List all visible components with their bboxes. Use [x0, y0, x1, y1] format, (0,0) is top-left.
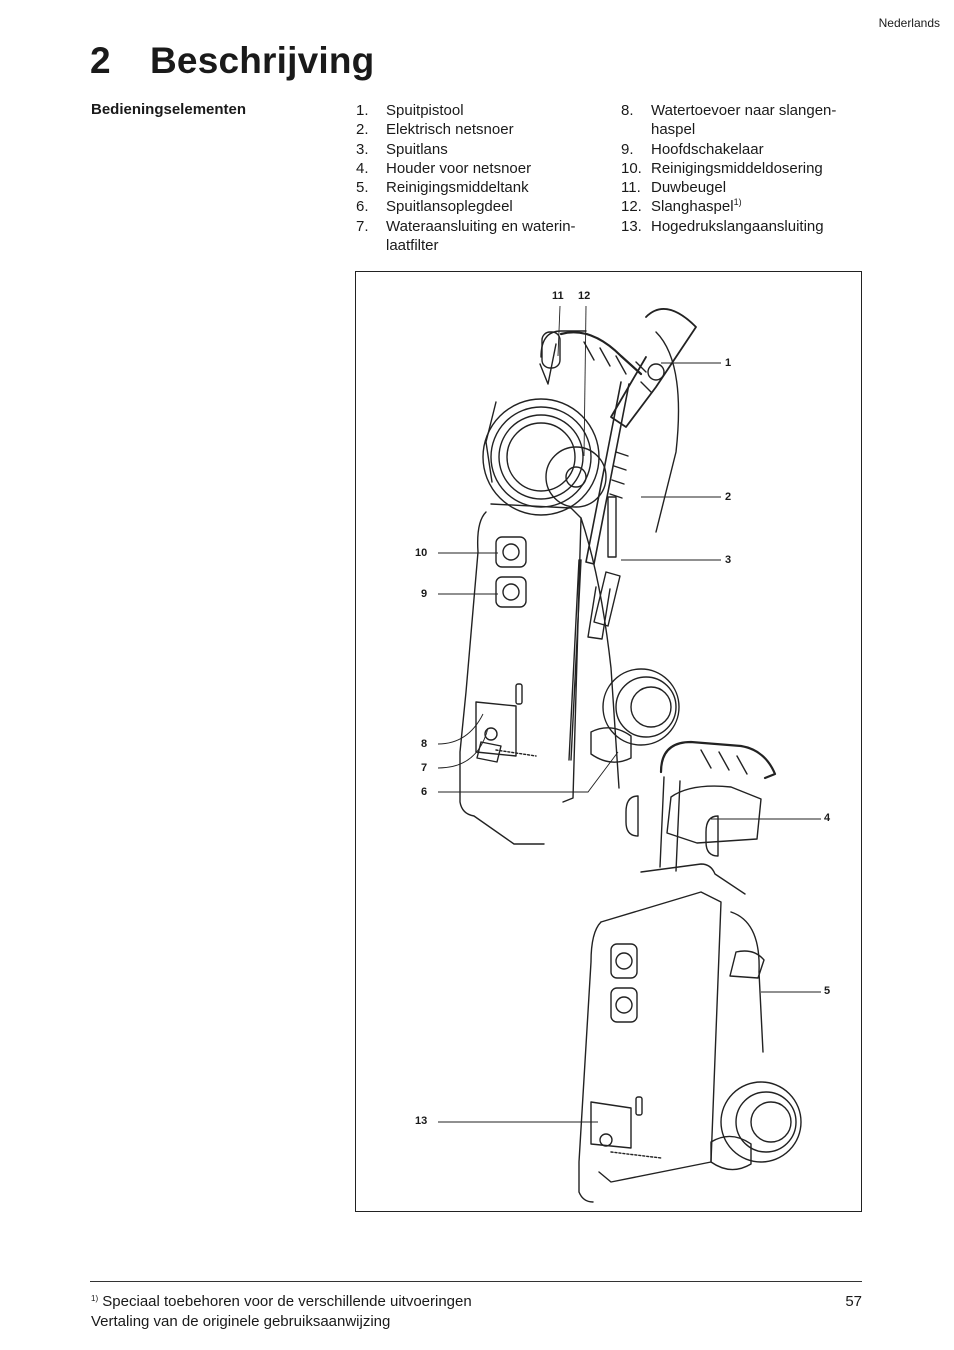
callout-3: 3	[725, 554, 732, 566]
pressure-washer-illustration	[437, 305, 821, 1203]
parts-list-left: 1.Spuitpistool 2.Elektrisch netsnoer 3.S…	[356, 101, 606, 255]
callout-12: 12	[578, 290, 591, 302]
callout-1: 1	[725, 357, 732, 369]
list-item: 4.Houder voor netsnoer	[356, 159, 532, 177]
list-item: 12.Slanghaspel1)	[621, 197, 742, 216]
callout-8: 8	[421, 738, 428, 750]
chapter-number: 2	[90, 40, 111, 81]
list-item: 6.Spuitlansoplegdeel	[356, 198, 513, 216]
page-number: 57	[845, 1293, 862, 1310]
callout-13: 13	[415, 1115, 428, 1127]
list-item: 10.Reinigingsmiddeldosering	[621, 159, 823, 177]
chapter-title: Beschrijving	[150, 40, 375, 81]
list-item: 7.Wateraansluiting en waterin-laatfilter	[356, 217, 576, 255]
list-item: 3.Spuitlans	[356, 140, 448, 158]
list-item: 9.Hoofdschakelaar	[621, 140, 764, 158]
list-item: 2.Elektrisch netsnoer	[356, 121, 514, 139]
callout-4: 4	[824, 812, 831, 824]
footnote: 1) Speciaal toebehoren voor de verschill…	[91, 1293, 472, 1310]
callout-11: 11	[552, 290, 564, 302]
section-label: Bedieningselementen	[91, 101, 247, 118]
callout-6: 6	[421, 786, 428, 798]
callout-9: 9	[421, 588, 428, 600]
chapter-heading: 2 Beschrijving	[90, 40, 374, 82]
footer-divider	[90, 1281, 862, 1282]
list-item: 13.Hogedrukslangaansluiting	[621, 217, 824, 235]
list-item: 1.Spuitpistool	[356, 102, 464, 119]
callout-7: 7	[421, 762, 428, 774]
callout-10: 10	[415, 547, 428, 559]
language-label: Nederlands	[878, 16, 940, 30]
callout-2: 2	[725, 491, 732, 503]
list-item: 8.Watertoevoer naar slangen-haspel	[621, 102, 837, 139]
parts-list-right: 8.Watertoevoer naar slangen-haspel 9.Hoo…	[621, 101, 871, 236]
document-subtitle: Vertaling van de originele gebruiksaanwi…	[91, 1313, 391, 1330]
list-item: 11.Duwbeugel	[621, 179, 727, 197]
list-item: 5.Reinigingsmiddeltank	[356, 179, 529, 197]
pressure-washer-figure: 11 12 1 2 3 10 9 8 7 6 4 5 13	[355, 271, 862, 1212]
callout-5: 5	[824, 985, 831, 997]
